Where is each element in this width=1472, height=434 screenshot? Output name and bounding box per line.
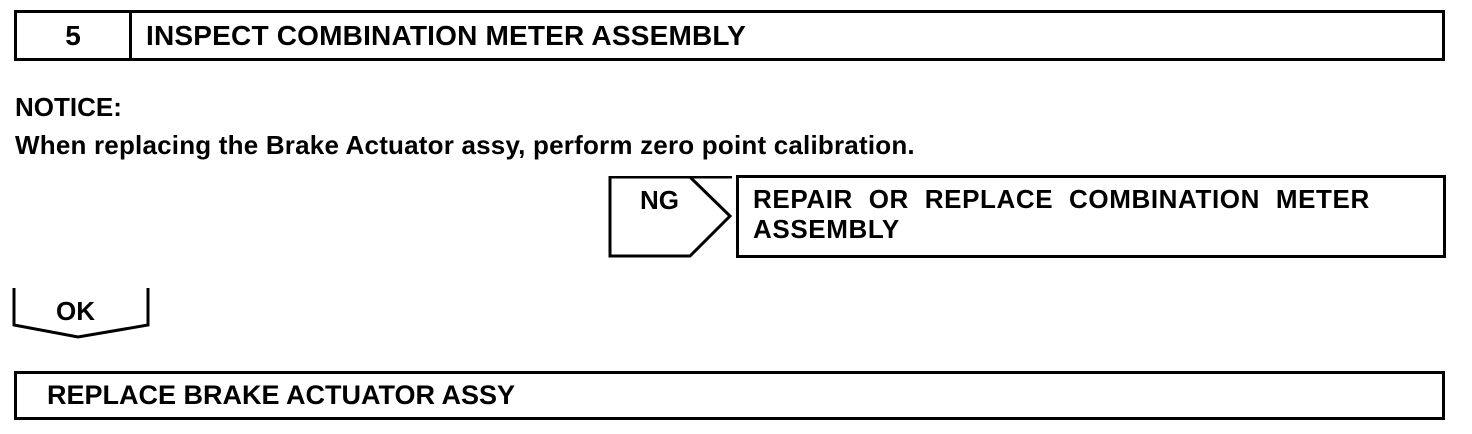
ok-label: OK <box>56 296 95 326</box>
step-number: 5 <box>17 13 132 58</box>
ng-label: NG <box>640 185 679 215</box>
ok-arrow-icon <box>12 288 150 339</box>
step-header: 5 INSPECT COMBINATION METER ASSEMBLY <box>14 10 1445 61</box>
ng-arrow-icon <box>608 176 733 258</box>
final-action-box: REPLACE BRAKE ACTUATOR ASSY <box>14 371 1445 420</box>
notice-text: When replacing the Brake Actuator assy, … <box>15 130 915 160</box>
notice-label: NOTICE: <box>15 92 122 122</box>
ng-result-box: REPAIR OR REPLACE COMBINATION METER ASSE… <box>736 175 1446 258</box>
step-title: INSPECT COMBINATION METER ASSEMBLY <box>146 19 747 51</box>
